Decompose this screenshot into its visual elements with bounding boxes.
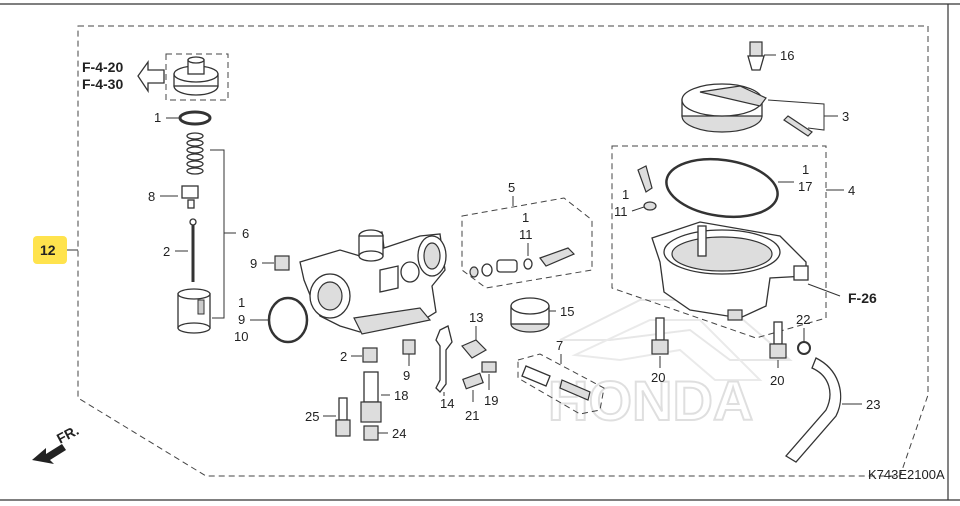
callout-2-screw[interactable]: 2 (340, 349, 347, 364)
callout-21[interactable]: 21 (465, 408, 479, 423)
needle-jet-part (335, 397, 351, 437)
callout-11-screw[interactable]: 11 (614, 204, 628, 219)
callout-20-left[interactable]: 20 (651, 370, 665, 385)
hose-clip-part (797, 341, 811, 355)
callout-11-group5[interactable]: 11 (519, 227, 533, 242)
ref-f-4-20[interactable]: F-4-20 (82, 59, 123, 75)
group-5-box (461, 197, 593, 289)
callout-6[interactable]: 6 (242, 226, 249, 241)
drain-hose-part (785, 357, 842, 463)
bolt-20a-part (651, 317, 669, 355)
callout-14[interactable]: 14 (440, 396, 454, 411)
valve-16-part (747, 41, 765, 71)
callout-20-right[interactable]: 20 (770, 373, 784, 388)
callout-25[interactable]: 25 (305, 409, 319, 424)
throttle-bracket-part (435, 325, 453, 393)
ref-f-26[interactable]: F-26 (848, 290, 877, 306)
honda-watermark: HONDA (547, 299, 793, 433)
callout-9-mid[interactable]: 9 (238, 312, 245, 327)
float-bowl-part (651, 221, 809, 321)
callout-7[interactable]: 7 (556, 338, 563, 353)
assembly-boundary (77, 25, 929, 477)
cap-group-box (165, 53, 229, 101)
float-gasket (665, 157, 779, 219)
retainer-part (181, 185, 199, 199)
callout-8[interactable]: 8 (148, 189, 155, 204)
clip-part-left (274, 255, 290, 271)
cap-15-part (510, 297, 550, 333)
clip-part-right (402, 339, 416, 355)
callout-18[interactable]: 18 (394, 388, 408, 403)
ref-arrow-icon (137, 59, 165, 94)
group-7-box (517, 353, 605, 415)
pilot-screw-set (469, 247, 576, 278)
callout-13[interactable]: 13 (469, 310, 483, 325)
main-jet-part (360, 371, 382, 423)
piston-part (177, 288, 211, 334)
callout-4[interactable]: 4 (848, 183, 855, 198)
spring-part (186, 132, 204, 175)
diagram-code: K743E2100A (868, 467, 945, 482)
callout-23[interactable]: 23 (866, 397, 880, 412)
clip-13-part (461, 339, 487, 359)
callout-5[interactable]: 5 (508, 180, 515, 195)
callout-1-group5[interactable]: 1 (522, 210, 529, 225)
callout-3[interactable]: 3 (842, 109, 849, 124)
callout-9-right[interactable]: 9 (403, 368, 410, 383)
idle-screw-set (521, 365, 591, 401)
ref-f-4-30[interactable]: F-4-30 (82, 76, 123, 92)
callout-1-mid[interactable]: 1 (238, 295, 245, 310)
bolt-19-part (481, 361, 497, 373)
highlight-box (33, 236, 67, 264)
callout-10[interactable]: 10 (234, 329, 248, 344)
callout-9-left[interactable]: 9 (250, 256, 257, 271)
callout-12[interactable]: 12 (40, 242, 56, 258)
group-4-box (611, 145, 827, 339)
front-direction-label: FR. (54, 422, 81, 447)
callout-2-needle[interactable]: 2 (163, 244, 170, 259)
callout-24[interactable]: 24 (392, 426, 406, 441)
callout-19[interactable]: 19 (484, 393, 498, 408)
callout-1-gasket[interactable]: 1 (802, 162, 809, 177)
o-ring-top (178, 110, 212, 126)
watermark-text: HONDA (548, 369, 753, 432)
callout-17[interactable]: 17 (798, 179, 812, 194)
slow-jet-part (363, 425, 379, 441)
callout-1-screw[interactable]: 1 (622, 187, 629, 202)
o-ring-large (267, 296, 309, 344)
bolt-21-part (462, 372, 484, 390)
drain-screw-part (362, 347, 378, 363)
callout-15[interactable]: 15 (560, 304, 574, 319)
top-cap-part (173, 56, 219, 96)
front-arrow-icon (32, 444, 66, 464)
top-cover-part (681, 83, 813, 137)
callout-1-top[interactable]: 1 (154, 110, 161, 125)
carburetor-body (299, 229, 447, 335)
float-screw-part (637, 165, 653, 193)
callout-16[interactable]: 16 (780, 48, 794, 63)
callout-22[interactable]: 22 (796, 312, 810, 327)
bolt-20b-part (769, 321, 787, 359)
